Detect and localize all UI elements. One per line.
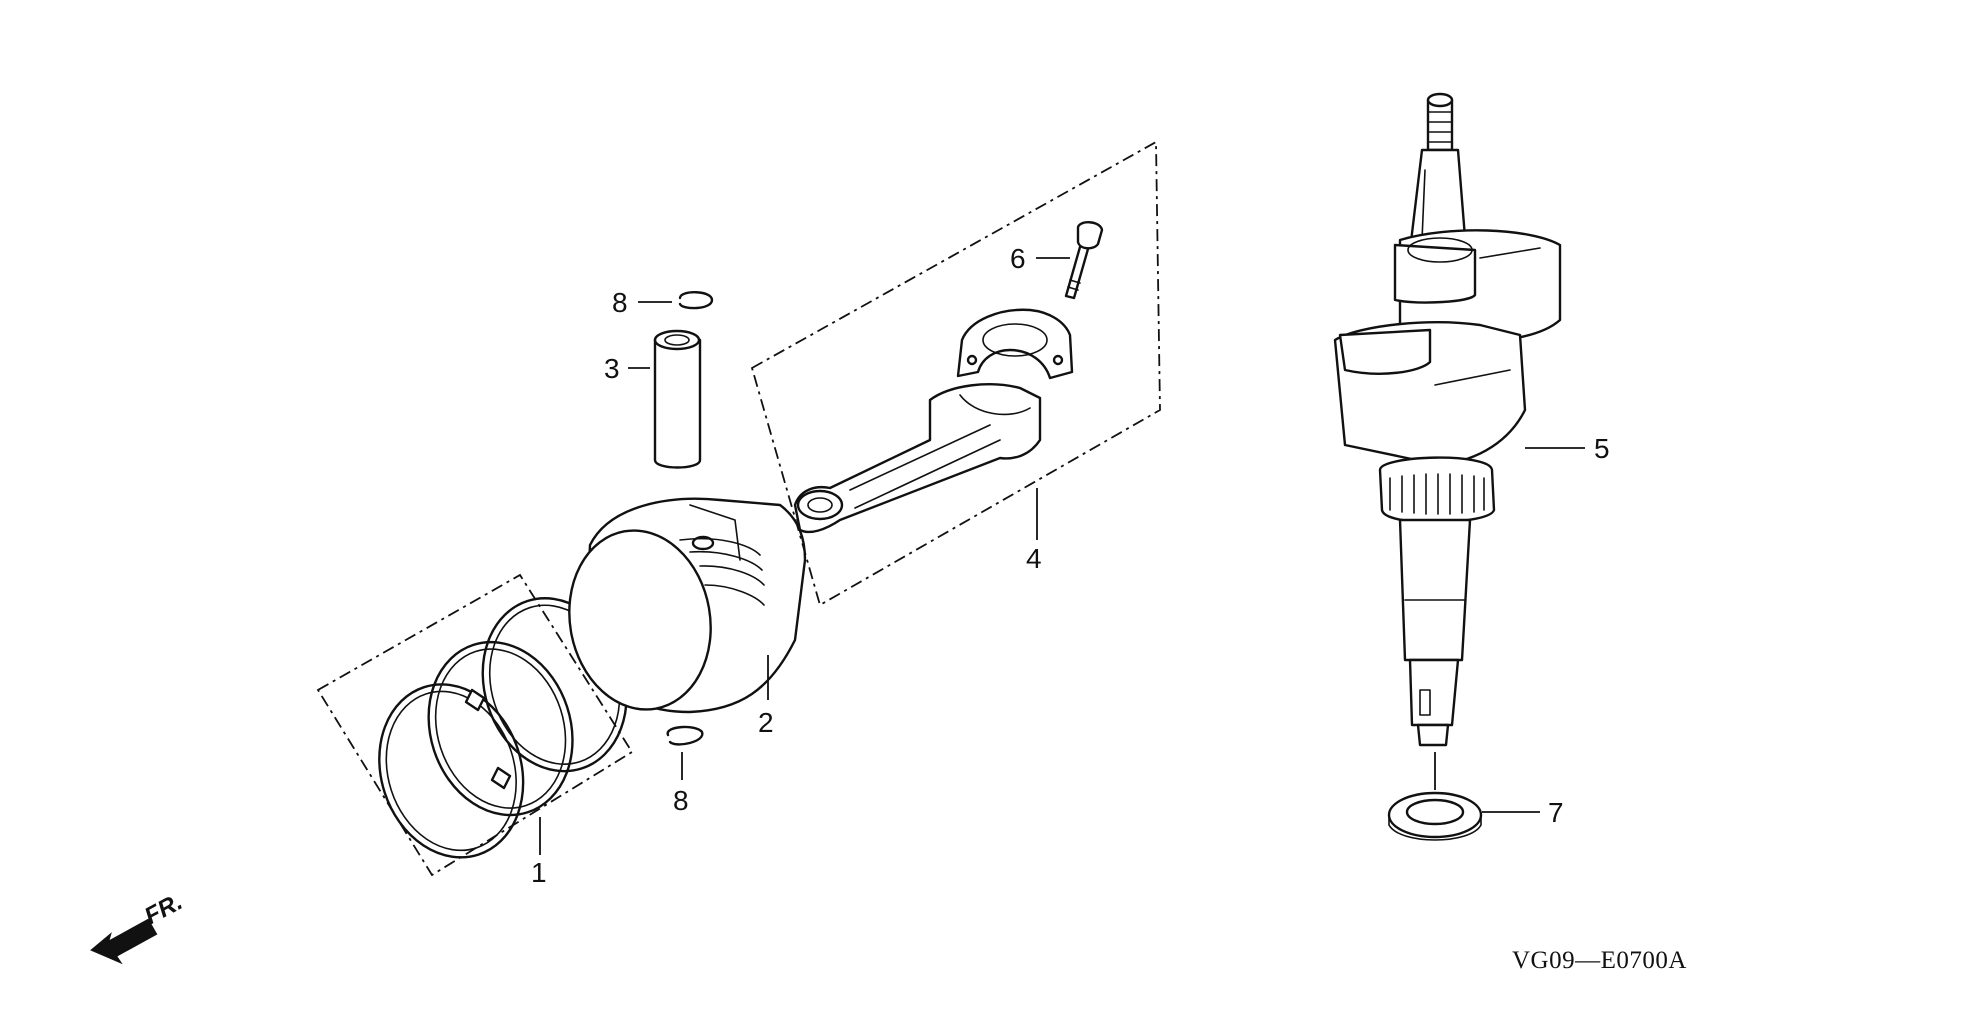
piston[interactable] <box>555 497 807 721</box>
crankshaft-washer[interactable] <box>1387 791 1483 841</box>
callout-5: 5 <box>1594 433 1610 464</box>
callout-4: 4 <box>1026 543 1042 574</box>
callout-8-lower: 8 <box>673 785 689 816</box>
connecting-rod-bolt[interactable] <box>1064 221 1104 300</box>
callout-3: 3 <box>604 353 620 384</box>
callout-6: 6 <box>1010 243 1026 274</box>
crankshaft[interactable] <box>1333 92 1562 747</box>
callout-7: 7 <box>1548 797 1564 828</box>
connecting-rod-assembly[interactable] <box>750 140 1161 607</box>
drawing-code: VG09—E0700A <box>1512 947 1687 974</box>
front-direction-indicator: FR. <box>90 888 187 965</box>
piston-pin[interactable] <box>653 329 702 469</box>
piston-pin-clip-lower[interactable] <box>666 725 704 746</box>
front-arrow-icon <box>90 918 158 965</box>
callout-1: 1 <box>531 857 547 888</box>
callout-2: 2 <box>758 707 774 738</box>
callout-8-upper: 8 <box>612 287 628 318</box>
piston-pin-clip-upper[interactable] <box>678 291 714 310</box>
